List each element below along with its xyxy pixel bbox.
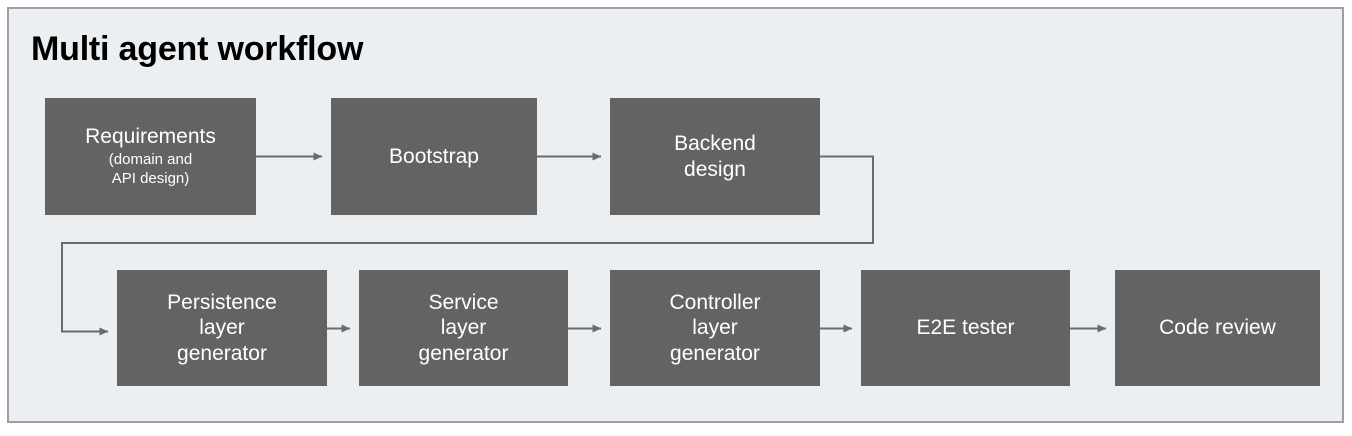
node-backend-design[interactable]: Backend design — [610, 98, 820, 215]
node-label: Backend design — [674, 131, 756, 181]
node-persistence-layer-generator[interactable]: Persistence layer generator — [117, 270, 327, 386]
node-e2e-tester[interactable]: E2E tester — [861, 270, 1070, 386]
node-bootstrap[interactable]: Bootstrap — [331, 98, 537, 215]
node-code-review[interactable]: Code review — [1115, 270, 1320, 386]
node-label: Controller layer generator — [669, 290, 761, 365]
node-label: Persistence layer generator — [167, 290, 277, 365]
node-label: Code review — [1159, 316, 1276, 340]
node-service-layer-generator[interactable]: Service layer generator — [359, 270, 568, 386]
node-sublabel: (domain and API design) — [108, 151, 193, 187]
node-label: Service layer generator — [418, 290, 509, 365]
node-label: Requirements — [85, 125, 216, 149]
node-label: E2E tester — [916, 316, 1015, 340]
node-requirements[interactable]: Requirements(domain and API design) — [45, 98, 256, 215]
page-title: Multi agent workflow — [31, 30, 364, 68]
node-label: Bootstrap — [389, 144, 479, 168]
node-controller-layer-generator[interactable]: Controller layer generator — [610, 270, 820, 386]
